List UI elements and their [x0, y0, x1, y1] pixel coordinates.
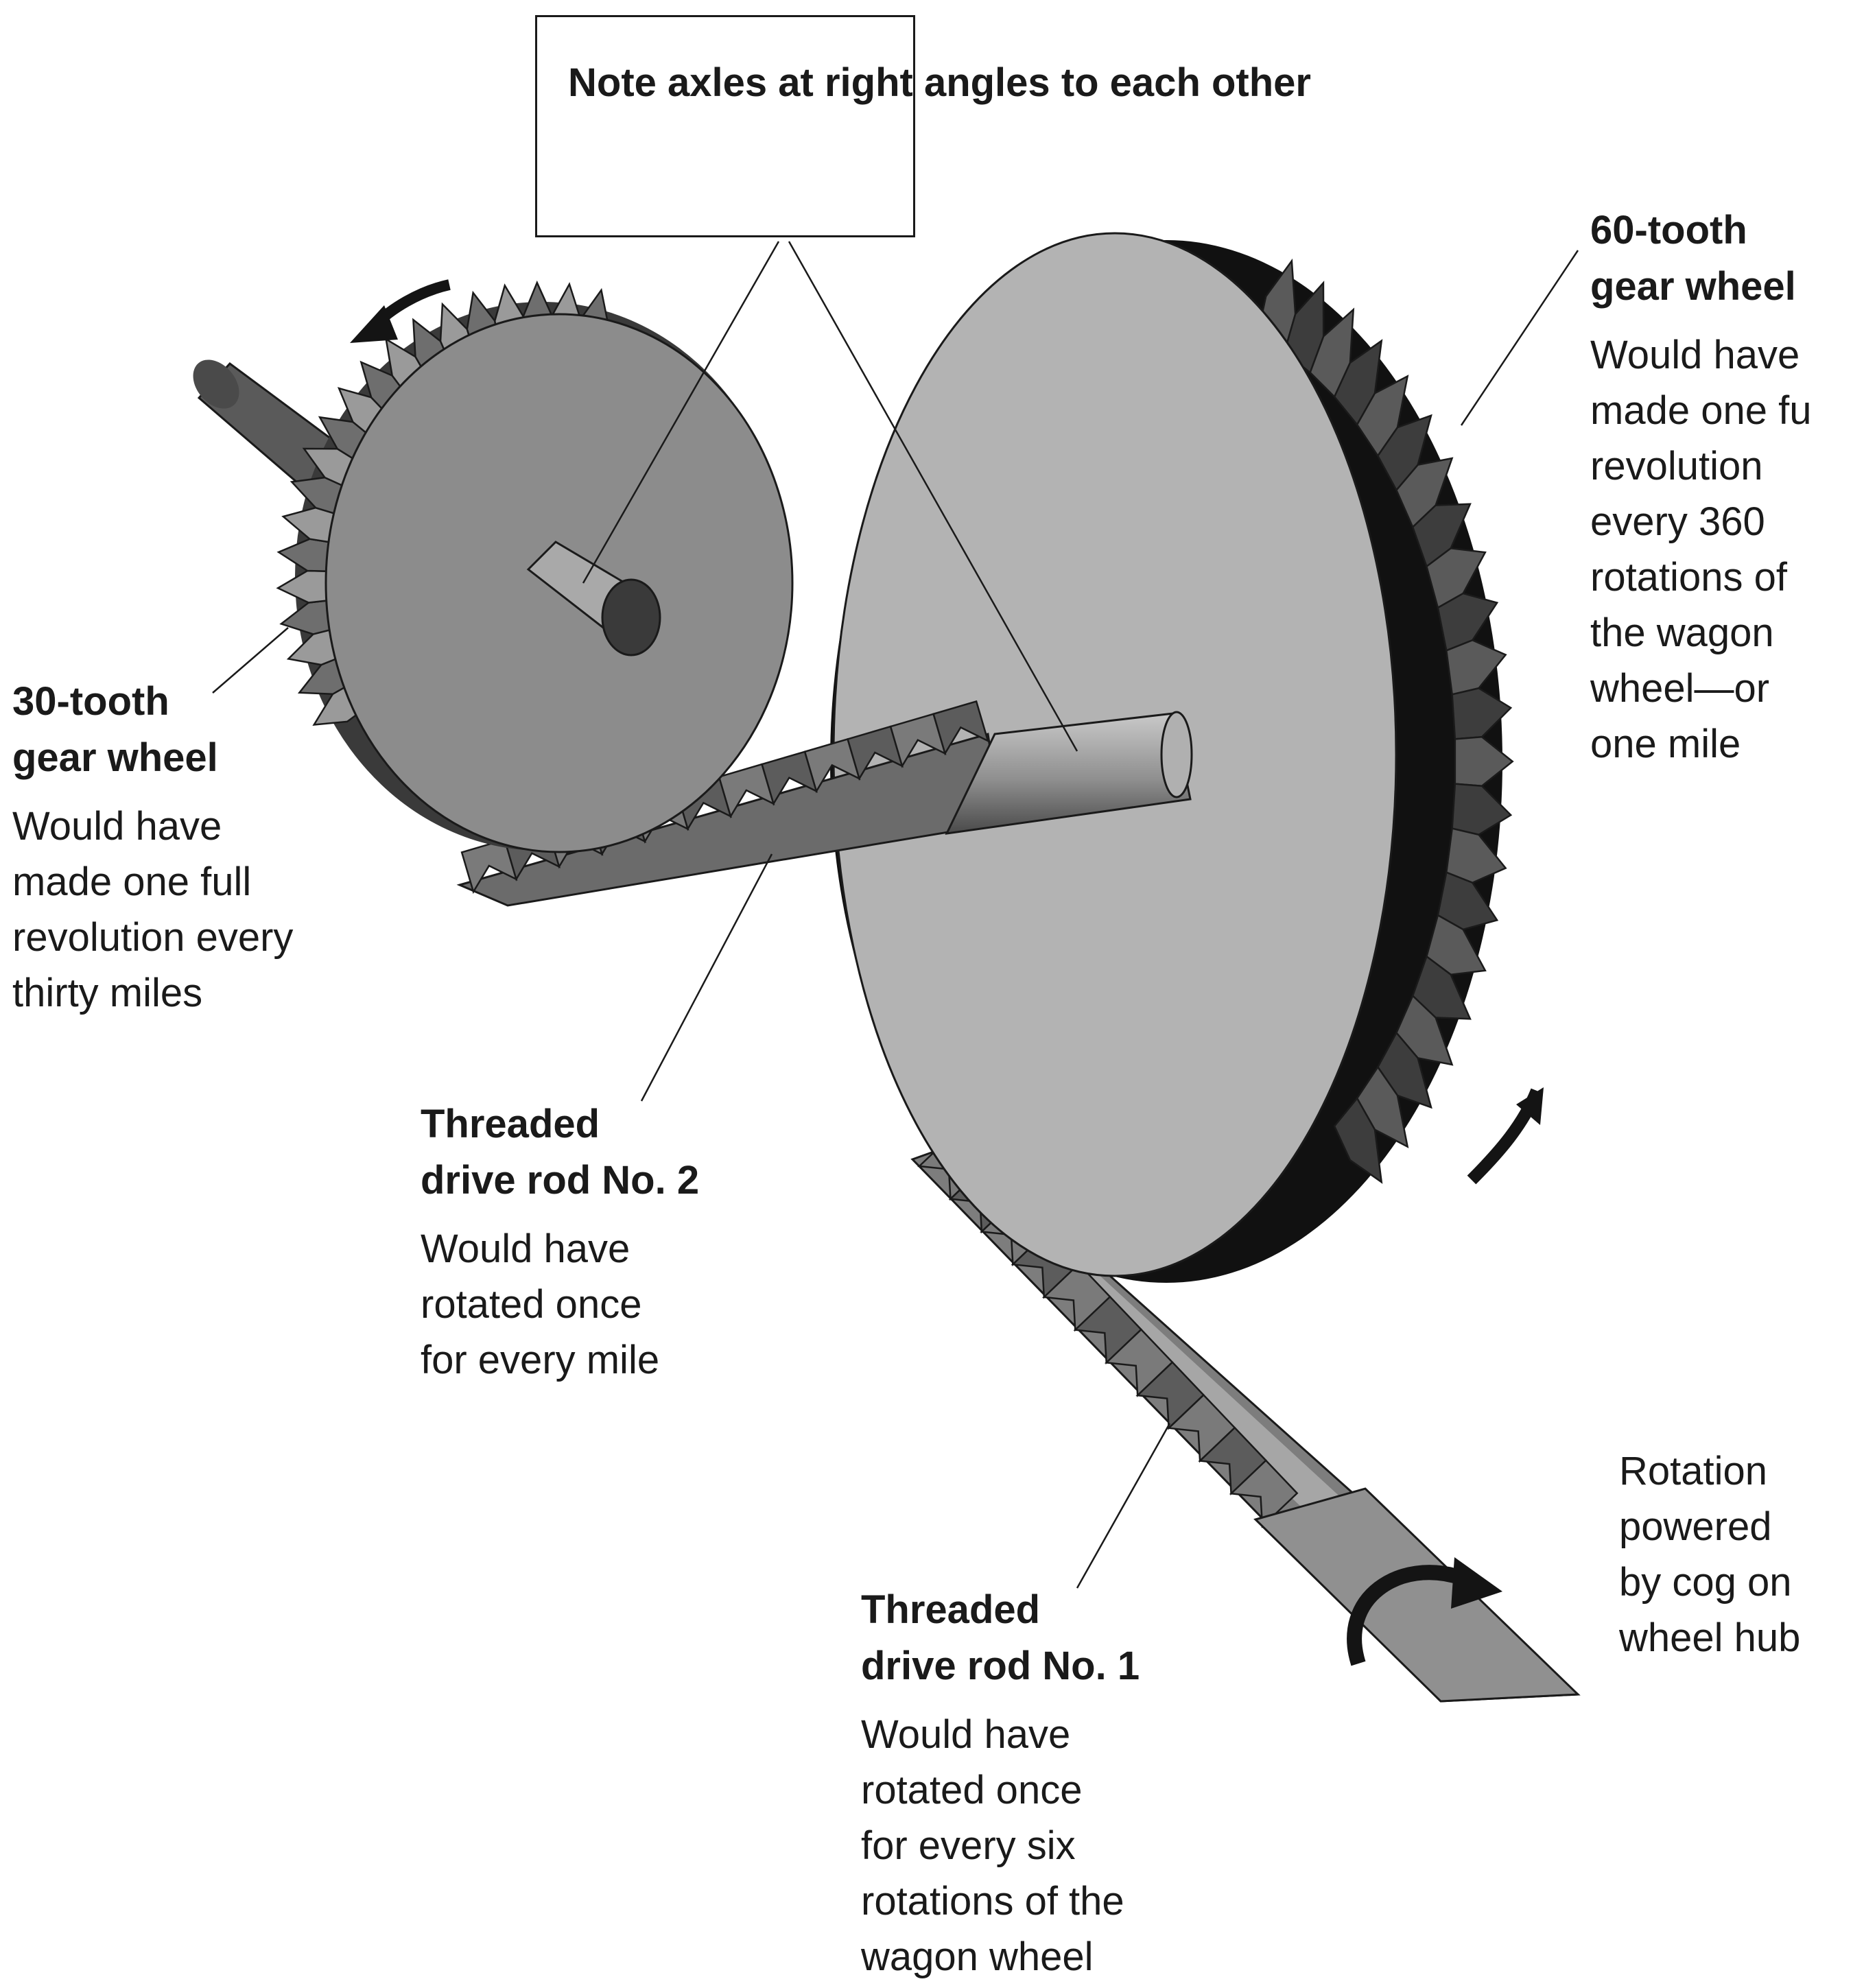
- gear-60-title: 60-tooth gear wheel: [1590, 202, 1811, 315]
- gear-30-title-line-1: 30-tooth: [12, 674, 293, 730]
- rod-2-title: Threaded drive rod No. 2: [421, 1096, 699, 1209]
- rod-2-title-line-2: drive rod No. 2: [421, 1152, 699, 1209]
- gear-60-body-line-6: the wagon: [1590, 605, 1811, 661]
- note-callout-text: Note axles at right angles to each other: [568, 56, 1311, 110]
- rod-1-title-line-1: Threaded: [861, 1582, 1140, 1638]
- rotation-label: Rotation powered by cog on wheel hub: [1619, 1443, 1800, 1666]
- rod-1-title: Threaded drive rod No. 1: [861, 1582, 1140, 1694]
- gear-60-body-line-4: every 360: [1590, 494, 1811, 549]
- rod-1-body-line-4: rotations of the: [861, 1873, 1140, 1929]
- gear-60-body-line-2: made one fu: [1590, 383, 1811, 438]
- rotation-line-3: by cog on: [1619, 1554, 1800, 1610]
- rotation-line-1: Rotation: [1619, 1443, 1800, 1499]
- gear-30-body-line-2: made one full: [12, 854, 293, 910]
- rotation-line-4: wheel hub: [1619, 1610, 1800, 1666]
- gear-60-body-line-5: rotations of: [1590, 549, 1811, 605]
- rod-2-label: Threaded drive rod No. 2 Would have rota…: [421, 1096, 699, 1388]
- rod-1-body-line-2: rotated once: [861, 1762, 1140, 1818]
- gear-30-tooth: [278, 571, 333, 602]
- leader-rod2: [641, 854, 772, 1101]
- rod-2-title-line-1: Threaded: [421, 1096, 699, 1152]
- gear-60-body-line-7: wheel—or: [1590, 661, 1811, 716]
- rod-1-smooth-end: [1255, 1489, 1578, 1701]
- note-line-2: at right angles: [778, 60, 1050, 105]
- leader-rod1: [1077, 1423, 1170, 1588]
- rotation-line-2: powered: [1619, 1499, 1800, 1554]
- note-line-1: Note axles: [568, 60, 767, 105]
- rod-1-description: Would have rotated once for every six ro…: [861, 1707, 1140, 1985]
- gear-30-axle-stub-end: [602, 580, 660, 655]
- rod-1-body-line-1: Would have: [861, 1707, 1140, 1762]
- gear-30-body-line-1: Would have: [12, 798, 293, 854]
- rod-1-title-line-2: drive rod No. 1: [861, 1638, 1140, 1694]
- gear-30-description: Would have made one full revolution ever…: [12, 798, 293, 1021]
- note-line-3: to each other: [1061, 60, 1311, 105]
- gear-30-title-line-2: gear wheel: [12, 730, 293, 786]
- note-callout-box: Note axles at right angles to each other: [535, 15, 915, 237]
- gear-60-title-line-2: gear wheel: [1590, 259, 1811, 315]
- gear-30-label: 30-tooth gear wheel Would have made one …: [12, 674, 293, 1021]
- rod-2-body-line-1: Would have: [421, 1221, 699, 1277]
- gear-60-body-line-1: Would have: [1590, 327, 1811, 383]
- rod-2-end-cap: [1161, 712, 1192, 797]
- rod-2-description: Would have rotated once for every mile: [421, 1221, 699, 1388]
- gear-60-description: Would have made one fu revolution every …: [1590, 327, 1811, 772]
- rod-1-body-line-3: for every six: [861, 1818, 1140, 1873]
- rod-1-body-line-5: wagon wheel: [861, 1929, 1140, 1985]
- rod-2-body-line-2: rotated once: [421, 1277, 699, 1332]
- gear-60-body-line-3: revolution: [1590, 438, 1811, 494]
- gear-60-tooth: [1455, 737, 1513, 785]
- gear-60-title-line-1: 60-tooth: [1590, 202, 1811, 259]
- gear-60-tooth: [1452, 688, 1511, 739]
- gear-30-title: 30-tooth gear wheel: [12, 674, 293, 786]
- gear-60-body-line-8: one mile: [1590, 716, 1811, 772]
- gear-60-tooth: [1452, 784, 1511, 835]
- rod-2-body-line-3: for every mile: [421, 1332, 699, 1388]
- rod-1-label: Threaded drive rod No. 1 Would have rota…: [861, 1582, 1140, 1985]
- leader-gear60: [1461, 250, 1578, 425]
- gear-30-body-line-4: thirty miles: [12, 965, 293, 1021]
- gear-60-label: 60-tooth gear wheel Would have made one …: [1590, 202, 1811, 772]
- gear-30-body-line-3: revolution every: [12, 910, 293, 965]
- rotation-description: Rotation powered by cog on wheel hub: [1619, 1443, 1800, 1666]
